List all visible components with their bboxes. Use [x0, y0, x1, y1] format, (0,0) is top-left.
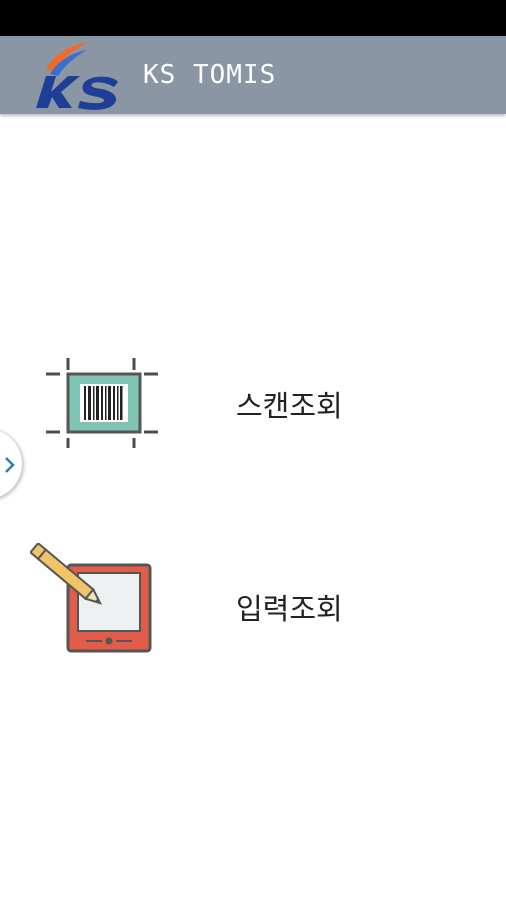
status-bar — [0, 0, 506, 36]
app-title: KS TOMIS — [143, 60, 277, 90]
drawer-toggle-button[interactable] — [0, 429, 22, 499]
input-lookup-label: 입력조회 — [236, 592, 343, 626]
chevron-right-icon — [5, 457, 15, 473]
scan-lookup-label: 스캔조회 — [236, 389, 343, 423]
ks-logo — [28, 40, 124, 112]
app-bar: KS TOMIS — [0, 36, 506, 114]
input-lookup-button[interactable]: 입력조회 — [0, 541, 506, 673]
barcode-scan-icon — [30, 340, 170, 470]
scan-lookup-button[interactable]: 스캔조회 — [0, 340, 506, 470]
tablet-pen-icon — [29, 541, 170, 673]
